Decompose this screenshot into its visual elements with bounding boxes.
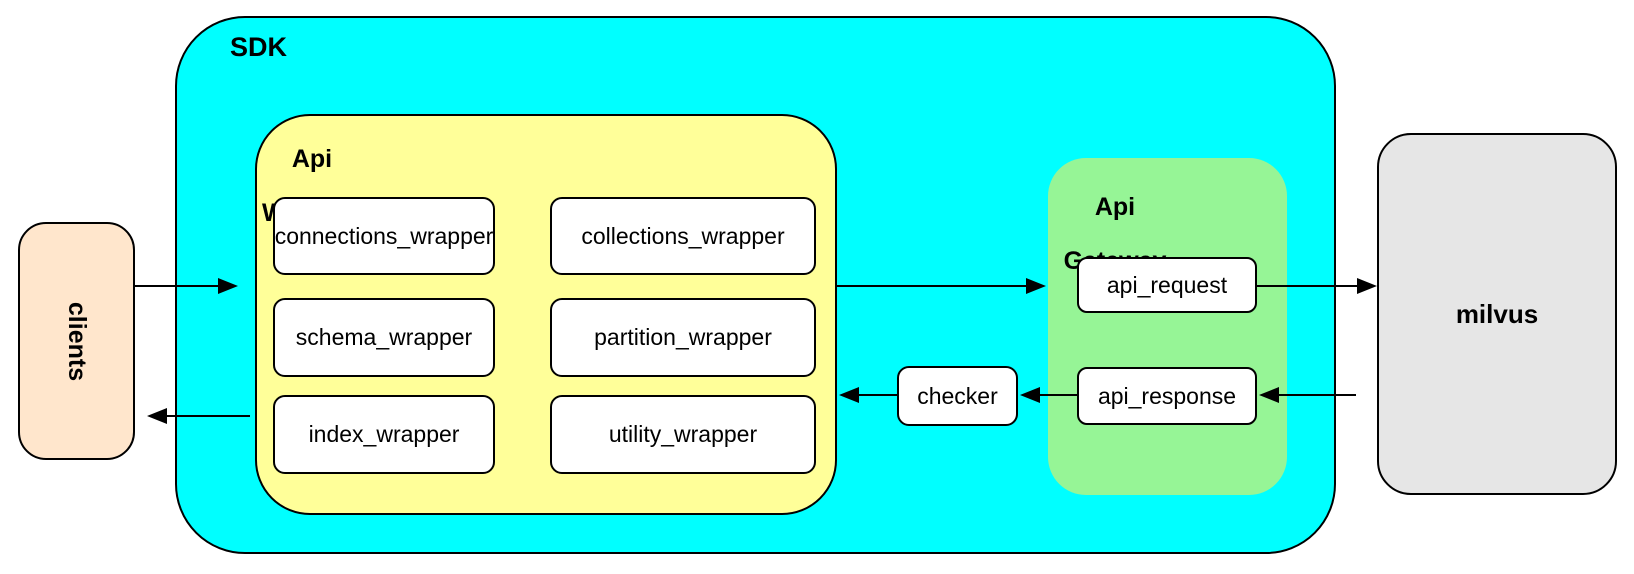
clients-label: clients <box>62 301 91 381</box>
utility-wrapper-box: utility_wrapper <box>550 395 816 474</box>
api-response-box: api_response <box>1077 367 1257 425</box>
collections-wrapper-box: collections_wrapper <box>550 197 816 275</box>
arrow-checker-to-api-wrapper-line <box>859 394 897 396</box>
arrow-api-wrapper-to-clients-head <box>147 408 167 424</box>
checker-box: checker <box>897 366 1018 426</box>
schema-wrapper-box: schema_wrapper <box>273 298 495 377</box>
arrow-api-request-to-milvus-head <box>1357 278 1377 294</box>
milvus-node: milvus <box>1377 133 1617 495</box>
index-wrapper-box: index_wrapper <box>273 395 495 474</box>
api-gateway-label-line1: Api <box>1094 193 1136 221</box>
arrow-api-wrapper-to-api-gateway-head <box>1026 278 1046 294</box>
arrow-checker-to-api-wrapper-head <box>839 387 859 403</box>
arrow-milvus-to-api-response-line <box>1279 394 1356 396</box>
arrow-api-response-to-checker-head <box>1020 387 1040 403</box>
arrow-api-response-to-checker-line <box>1040 394 1077 396</box>
milvus-label: milvus <box>1455 298 1539 329</box>
clients-node: clients <box>18 222 135 460</box>
arrow-clients-to-api-wrapper-head <box>218 278 238 294</box>
sdk-label: SDK <box>230 32 288 62</box>
arrow-api-wrapper-to-clients-line <box>167 415 250 417</box>
arrow-clients-to-api-wrapper-line <box>135 285 218 287</box>
arrow-api-request-to-milvus-line <box>1257 285 1357 287</box>
api-wrapper-label-line1: Api <box>291 145 333 173</box>
connections-wrapper-box: connections_wrapper <box>273 197 495 275</box>
api-gateway-container <box>1048 158 1287 495</box>
api-request-box: api_request <box>1077 257 1257 313</box>
arrow-api-wrapper-to-api-gateway-line <box>837 285 1026 287</box>
arrow-milvus-to-api-response-head <box>1259 387 1279 403</box>
partition-wrapper-box: partition_wrapper <box>550 298 816 377</box>
